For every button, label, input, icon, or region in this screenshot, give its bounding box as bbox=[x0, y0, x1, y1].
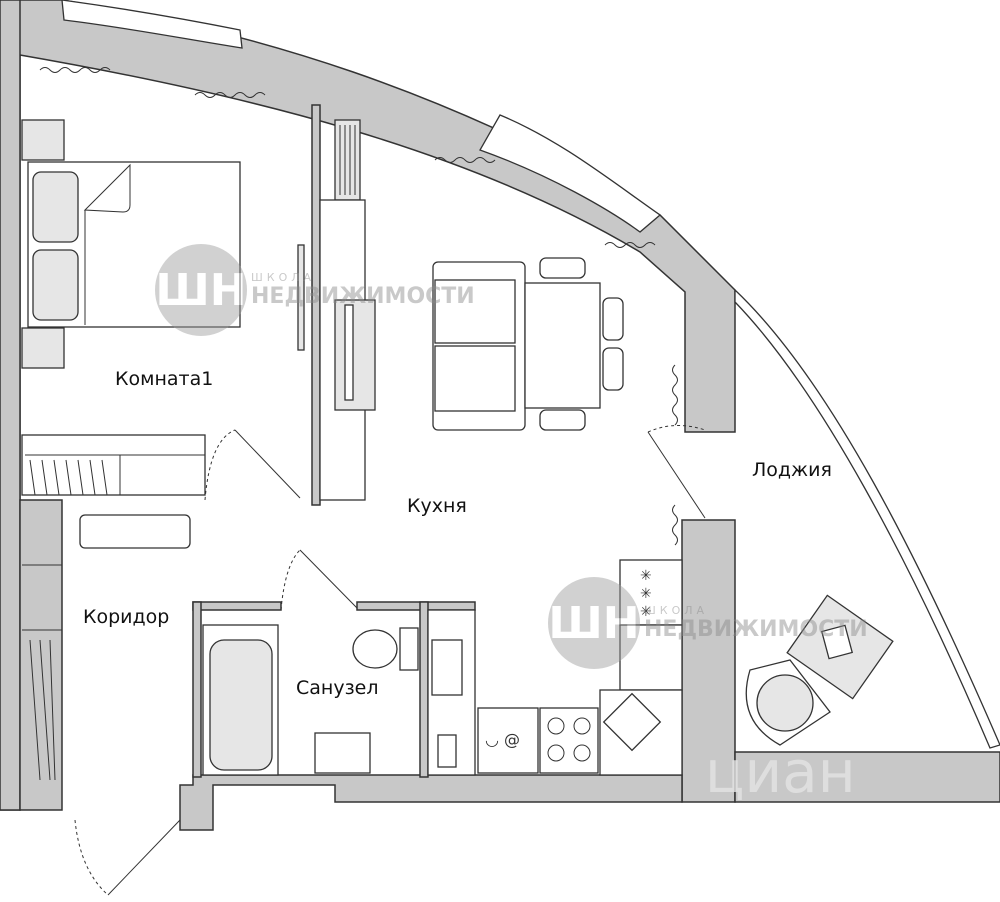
watermark-logo: ШН ШКОЛА НЕДВИЖИМОСТИ bbox=[155, 244, 475, 336]
chair bbox=[539, 409, 586, 431]
radiators bbox=[39, 67, 678, 546]
shelf bbox=[334, 119, 361, 201]
nightstand bbox=[21, 327, 65, 369]
left-wall-strip bbox=[0, 0, 21, 811]
chair bbox=[602, 347, 624, 391]
bathroom-wall-right bbox=[419, 601, 429, 778]
svg-text:✳: ✳ bbox=[640, 586, 652, 602]
pillow bbox=[32, 249, 79, 321]
dining-table bbox=[524, 282, 601, 409]
watermark-small-text: ШКОЛА bbox=[251, 271, 316, 284]
toilet bbox=[352, 629, 398, 669]
bathroom-wall-left bbox=[192, 601, 202, 778]
kitchen-furniture: ✳ ✳ ✳ ◡ @ bbox=[319, 119, 706, 776]
watermark-small-text: ШКОЛА bbox=[644, 604, 709, 617]
chair bbox=[539, 257, 586, 279]
bottom-wall bbox=[179, 774, 683, 831]
room-label-bathroom: Санузел bbox=[296, 677, 379, 699]
room-label-room1: Комната1 bbox=[115, 368, 214, 390]
room-label-corridor: Коридор bbox=[83, 606, 170, 628]
bathroom-wall-top bbox=[192, 601, 282, 611]
room-label-loggia: Лоджия bbox=[752, 459, 832, 481]
svg-text:◡ @: ◡ @ bbox=[485, 730, 520, 749]
window-top-left bbox=[61, 0, 243, 49]
walls bbox=[0, 0, 1000, 831]
watermark-logo-mark: ШН bbox=[548, 577, 640, 669]
wardrobe bbox=[21, 434, 206, 496]
window-top-right bbox=[479, 114, 662, 233]
nightstand bbox=[21, 119, 65, 161]
outer-curved-wall bbox=[0, 0, 736, 811]
pillow bbox=[32, 171, 79, 243]
bathroom-furniture bbox=[202, 549, 419, 776]
sink bbox=[602, 692, 662, 752]
loggia-bottom-wall bbox=[734, 751, 1000, 803]
lower-right-wall bbox=[681, 519, 736, 803]
room-label-kitchen: Кухня bbox=[407, 495, 467, 517]
watermark-big-text: НЕДВИЖИМОСТИ bbox=[251, 284, 475, 309]
watermark-logo-mark: ШН bbox=[155, 244, 247, 336]
cian-watermark: циан bbox=[705, 738, 856, 806]
mat bbox=[79, 514, 191, 549]
hob bbox=[619, 559, 683, 626]
loggia-glazing bbox=[734, 288, 1000, 749]
washbasin bbox=[314, 732, 371, 774]
bedroom-furniture bbox=[21, 119, 305, 501]
toilet-tank bbox=[399, 627, 419, 671]
desk bbox=[334, 299, 376, 411]
svg-text:✳: ✳ bbox=[640, 604, 652, 620]
watermark-logo: ШН ШКОЛА НЕДВИЖИМОСТИ bbox=[548, 577, 868, 669]
stove bbox=[539, 707, 599, 774]
chair bbox=[602, 297, 624, 341]
bathroom-wall-top-right bbox=[356, 601, 476, 611]
watermark-big-text: НЕДВИЖИМОСТИ bbox=[644, 617, 868, 642]
svg-text:✳: ✳ bbox=[640, 568, 652, 584]
washing-machine bbox=[477, 707, 539, 774]
tv bbox=[297, 244, 305, 351]
corridor-furniture bbox=[22, 514, 191, 896]
loggia-furniture bbox=[745, 594, 894, 746]
